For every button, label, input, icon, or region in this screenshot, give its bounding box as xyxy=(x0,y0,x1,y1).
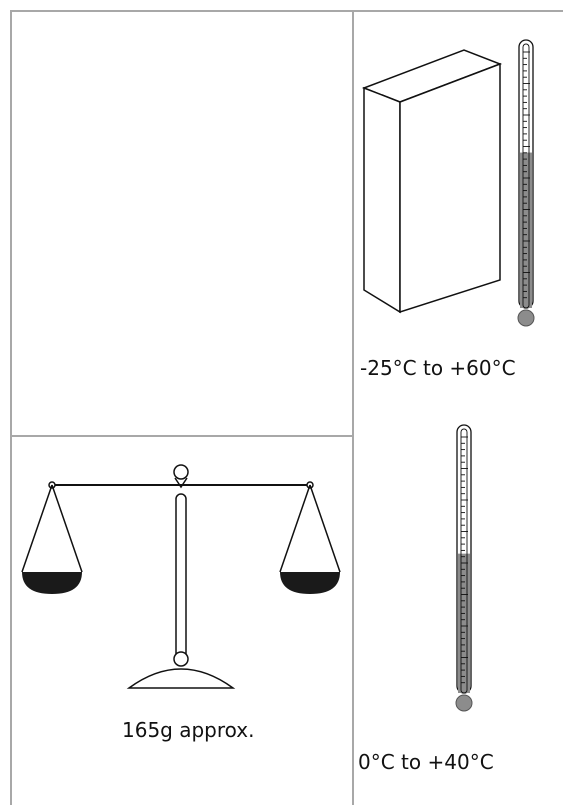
thermometer-capillary xyxy=(522,43,530,309)
column-divider xyxy=(352,10,354,805)
balance-scale-icon xyxy=(21,464,341,689)
thermometer-capillary xyxy=(460,428,468,694)
box-icon xyxy=(361,49,503,314)
thermometer-icon xyxy=(455,424,473,712)
thermometer-icon xyxy=(517,39,535,327)
temperature-cell: -25°C to +60°C 0°C to +40°C xyxy=(354,12,563,805)
weight-cell: 165g approx. xyxy=(12,437,352,805)
weight-caption: 165g approx. xyxy=(122,718,255,742)
thermometer-level xyxy=(458,553,470,693)
thermometer-bulb xyxy=(517,309,535,327)
empty-cell xyxy=(12,12,352,435)
thermometer-bulb xyxy=(455,694,473,712)
border-left xyxy=(10,10,12,805)
storage-caption: -25°C to +60°C xyxy=(360,356,516,380)
row-divider xyxy=(10,435,354,437)
operating-caption: 0°C to +40°C xyxy=(358,750,494,774)
border-top xyxy=(10,10,563,12)
